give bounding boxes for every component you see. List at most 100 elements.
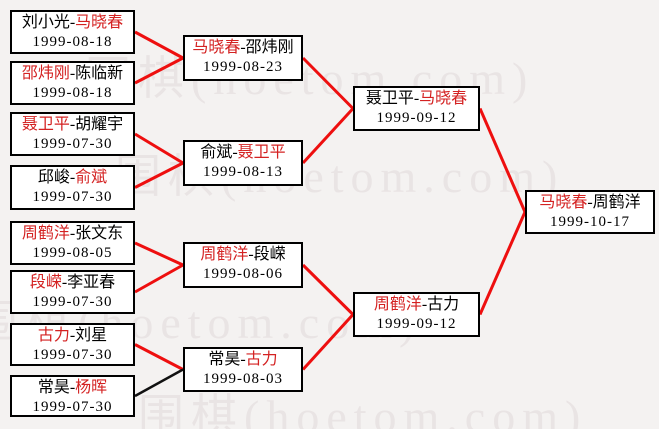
player-name: 古力 <box>427 296 460 313</box>
match-players: 俞斌-聂卫平 <box>185 143 301 163</box>
player-name: 胡耀宇 <box>75 116 124 133</box>
match-players: 刘小光-马晓春 <box>12 13 133 33</box>
player-name: 马晓春 <box>192 39 241 56</box>
player-name: 周鹤洋 <box>373 296 422 313</box>
match-players: 聂卫平-胡耀宇 <box>12 115 133 135</box>
player-name: 陈临新 <box>75 65 124 82</box>
match-date: 1999-08-13 <box>203 164 283 180</box>
player-name: 邵炜刚 <box>21 65 70 82</box>
connector-line <box>134 56 184 85</box>
match-players: 马晓春-邵炜刚 <box>185 38 301 58</box>
connector-line <box>134 241 184 267</box>
match-players: 马晓春-周鹤洋 <box>527 193 653 213</box>
match-date: 1999-08-18 <box>32 85 113 101</box>
match-players: 周鹤洋-张文东 <box>12 224 133 244</box>
match-players: 常昊-杨晖 <box>12 378 133 398</box>
match-date: 1999-09-12 <box>376 110 457 126</box>
connector-line <box>134 30 184 60</box>
player-name: 马晓春 <box>75 14 124 31</box>
player-name: 常昊 <box>208 351 241 368</box>
match-players: 古力-刘星 <box>12 326 133 346</box>
player-separator: - <box>587 194 593 211</box>
connector-line <box>134 368 184 398</box>
player-name: 聂卫平 <box>365 90 414 107</box>
player-name: 周鹤洋 <box>592 194 641 211</box>
player-name: 邵炜刚 <box>245 39 294 56</box>
player-name: 古力 <box>37 327 70 344</box>
player-name: 古力 <box>245 351 278 368</box>
player-separator: - <box>240 351 246 368</box>
player-name: 聂卫平 <box>21 116 70 133</box>
connector-line <box>478 107 527 213</box>
player-separator: - <box>421 296 428 313</box>
connector-line <box>134 132 184 165</box>
player-name: 邱峻 <box>37 169 70 186</box>
match-date: 1999-07-30 <box>32 189 113 205</box>
player-name: 常昊 <box>37 379 70 396</box>
player-separator: - <box>69 14 76 31</box>
player-name: 马晓春 <box>539 194 588 211</box>
connector-line <box>134 161 184 189</box>
player-name: 俞斌 <box>200 144 233 161</box>
player-separator: - <box>69 379 76 396</box>
player-separator: - <box>69 65 76 82</box>
player-name: 张文东 <box>75 225 124 242</box>
connector-line <box>478 211 527 316</box>
match-date: 1999-07-30 <box>32 136 113 152</box>
player-name: 刘小光 <box>21 14 70 31</box>
match-date: 1999-08-06 <box>203 266 283 282</box>
match-date: 1999-08-05 <box>32 245 113 261</box>
match-date: 1999-07-30 <box>32 347 113 363</box>
match-players: 段嵘-李亚春 <box>12 273 133 293</box>
player-name: 聂卫平 <box>237 144 286 161</box>
match-date: 1999-08-18 <box>32 34 113 50</box>
player-name: 周鹤洋 <box>21 225 70 242</box>
match-date: 1999-08-03 <box>203 371 283 387</box>
player-separator: - <box>240 39 246 56</box>
match-players: 周鹤洋-古力 <box>355 295 478 315</box>
player-name: 俞斌 <box>75 169 108 186</box>
player-separator: - <box>69 169 76 186</box>
match-date: 1999-09-12 <box>376 316 457 332</box>
player-name: 段嵘 <box>253 246 286 263</box>
match-players: 周鹤洋-段嵘 <box>185 245 301 265</box>
player-separator: - <box>69 225 76 242</box>
match-date: 1999-07-30 <box>32 399 113 415</box>
player-name: 段嵘 <box>29 274 62 291</box>
player-name: 刘星 <box>75 327 108 344</box>
player-name: 马晓春 <box>419 90 468 107</box>
connector-line <box>301 313 355 371</box>
match-date: 1999-10-17 <box>550 214 630 230</box>
connector-line <box>134 343 184 371</box>
player-separator: - <box>69 116 76 133</box>
player-separator: - <box>232 144 238 161</box>
player-separator: - <box>61 274 68 291</box>
player-separator: - <box>413 90 420 107</box>
connector-line <box>301 263 355 316</box>
player-name: 周鹤洋 <box>200 246 249 263</box>
match-players: 邵炜刚-陈临新 <box>12 64 133 84</box>
connector-line <box>301 107 355 165</box>
connector-line <box>301 56 355 110</box>
player-name: 李亚春 <box>67 274 116 291</box>
match-players: 邱峻-俞斌 <box>12 168 133 188</box>
player-name: 杨晖 <box>75 379 108 396</box>
match-players: 常昊-古力 <box>185 350 301 370</box>
match-players: 聂卫平-马晓春 <box>355 89 478 109</box>
